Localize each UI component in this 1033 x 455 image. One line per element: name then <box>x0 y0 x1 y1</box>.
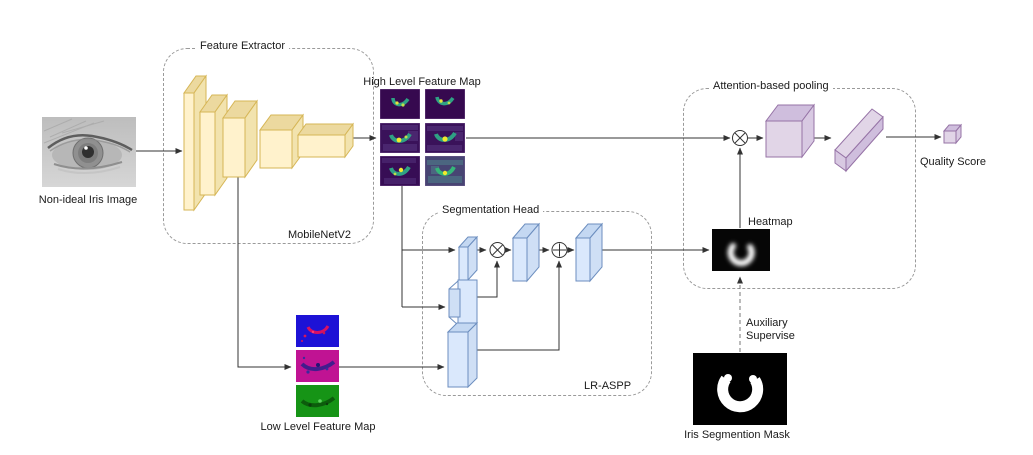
iris-mask-image <box>693 353 787 425</box>
highlevel-tile-6 <box>425 156 465 186</box>
lowlevel-tile-blue <box>296 315 339 347</box>
heatmap-image <box>712 229 770 271</box>
auxiliary-supervise-label: Auxiliary Supervise <box>746 317 795 343</box>
lowlevel-tile-green <box>296 385 339 417</box>
highlevel-tile-4 <box>425 123 465 153</box>
highlevel-tile-2 <box>425 89 465 119</box>
segmentation-head-box <box>422 211 652 396</box>
feature-extractor-box <box>163 48 374 244</box>
auxiliary-line2: Supervise <box>746 330 795 342</box>
backbone-label: MobileNetV2 <box>288 229 351 241</box>
lr-aspp-label: LR-ASPP <box>584 380 632 392</box>
feature-extractor-title: Feature Extractor <box>196 40 289 53</box>
iris-input-image <box>42 117 136 187</box>
highlevel-tile-3 <box>380 123 420 153</box>
lowlevel-tile-magenta <box>296 350 339 382</box>
quality-score-label: Quality Score <box>919 156 987 168</box>
quality-score-cube <box>942 123 963 145</box>
segmentation-head-title: Segmentation Head <box>438 204 544 217</box>
highlevel-featuremap-label: High Level Feature Map <box>363 76 481 88</box>
heatmap-label: Heatmap <box>744 216 797 229</box>
highlevel-tile-1 <box>380 89 420 119</box>
auxiliary-line1: Auxiliary <box>746 317 788 329</box>
iris-mask-label: Iris Segmention Mask <box>684 429 790 441</box>
input-image-label: Non-ideal Iris Image <box>38 194 138 206</box>
lowlevel-featuremap-label: Low Level Feature Map <box>260 421 376 433</box>
attention-pooling-title: Attention-based pooling <box>709 80 833 93</box>
highlevel-tile-5 <box>380 156 420 186</box>
